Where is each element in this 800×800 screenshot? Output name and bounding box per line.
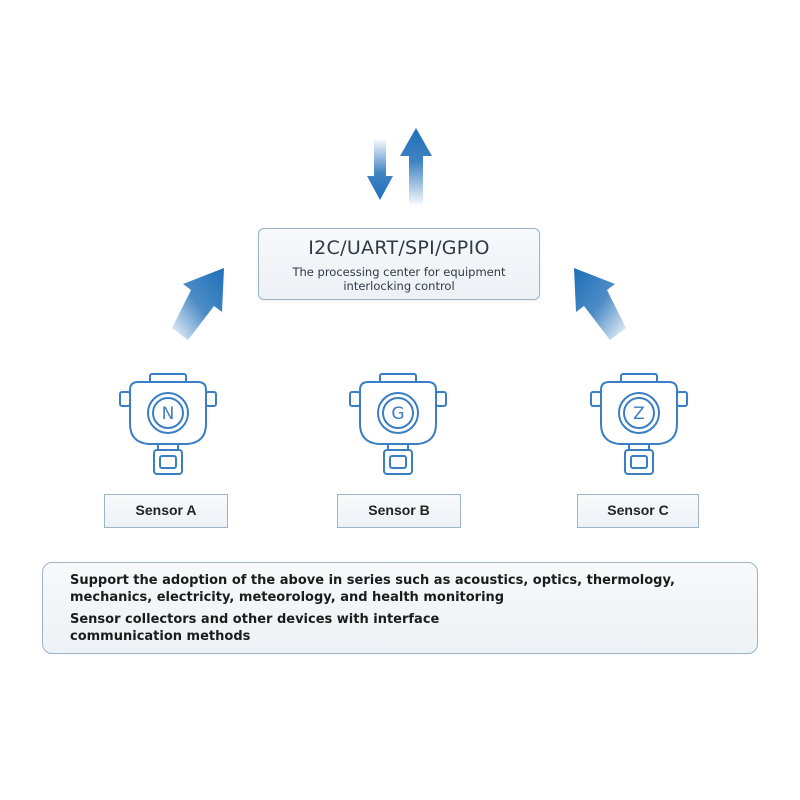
sensor-a-label: Sensor A bbox=[104, 494, 228, 528]
arrow-down-icon bbox=[367, 140, 393, 200]
sensor-b-label: Sensor B bbox=[337, 494, 461, 528]
sensor-letter: G bbox=[391, 404, 404, 424]
support-text-line-1: Support the adoption of the above in ser… bbox=[70, 573, 675, 588]
arrow-left-diagonal-icon bbox=[172, 268, 224, 340]
gas-sensor-icon: N bbox=[119, 373, 217, 475]
arrow-up-icon bbox=[400, 128, 432, 204]
interface-text-line-2: communication methods bbox=[70, 629, 251, 644]
arrow-right-diagonal-icon bbox=[574, 268, 626, 340]
interface-title: I2C/UART/SPI/GPIO bbox=[308, 237, 490, 259]
support-text-line-2: mechanics, electricity, meteorology, and… bbox=[70, 590, 505, 605]
sensor-letter: Z bbox=[633, 404, 645, 424]
interface-text-line-1: Sensor collectors and other devices with… bbox=[70, 612, 440, 627]
sensor-letter: N bbox=[162, 404, 175, 424]
sensor-c-label: Sensor C bbox=[577, 494, 699, 528]
gas-sensor-icon: G bbox=[349, 373, 447, 475]
support-info-box: Support the adoption of the above in ser… bbox=[42, 562, 758, 654]
processing-center-description: The processing center for equipment inte… bbox=[292, 265, 506, 293]
gas-sensor-icon: Z bbox=[590, 373, 688, 475]
processing-center-box: I2C/UART/SPI/GPIO The processing center … bbox=[258, 228, 540, 300]
